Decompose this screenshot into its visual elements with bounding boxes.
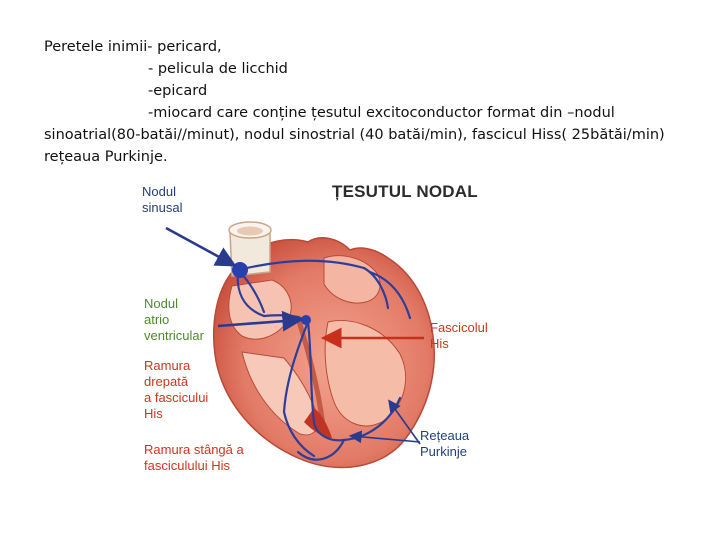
label-left-bundle-branch: Ramura stângă a fasciculului His bbox=[144, 442, 244, 474]
sinus-node-marker bbox=[232, 262, 248, 278]
heart-illustration bbox=[165, 221, 436, 469]
description-text: Peretele inimii- pericard, - pelicula de… bbox=[44, 36, 694, 168]
label-sinus-node-line-2: sinusal bbox=[142, 200, 183, 215]
heart-body bbox=[213, 221, 436, 469]
label-purkinje-line-2: Purkinje bbox=[420, 444, 467, 459]
text-line-3: -epicard bbox=[148, 83, 208, 99]
heart-conduction-figure: ȚESUTUL NODAL Nodul sinusal Nodul atrio … bbox=[138, 176, 502, 484]
label-right-branch-line-3: a fascicului bbox=[144, 390, 209, 405]
figure-title: ȚESUTUL NODAL bbox=[332, 182, 478, 201]
text-line-6: rețeaua Purkinje. bbox=[44, 149, 168, 165]
text-line-5: sinoatrial(80-batăi//minut), nodul sinos… bbox=[44, 127, 665, 143]
label-his-line-2: His bbox=[430, 336, 449, 351]
label-av-node-line-1: Nodul bbox=[144, 296, 178, 311]
label-purkinje-line-1: Rețeaua bbox=[420, 428, 470, 443]
label-av-node-line-2: atrio bbox=[144, 312, 170, 327]
label-right-bundle-branch: Ramura drepată a fascicului His bbox=[144, 358, 208, 422]
label-sinus-node-line-1: Nodul bbox=[142, 184, 176, 199]
label-his-line-1: Fascicolul bbox=[430, 320, 488, 335]
text-line-2: - pelicula de licchid bbox=[148, 61, 288, 77]
label-av-node: Nodul atrio ventricular bbox=[144, 296, 204, 344]
text-line-1: Peretele inimii- pericard, bbox=[44, 39, 222, 55]
label-sinus-node: Nodul sinusal bbox=[142, 184, 182, 216]
label-av-node-line-3: ventricular bbox=[144, 328, 204, 343]
label-right-branch-line-1: Ramura bbox=[144, 358, 191, 373]
label-right-branch-line-2: drepată bbox=[144, 374, 189, 389]
text-line-4: -miocard care conține țesutul excitocond… bbox=[148, 105, 615, 121]
label-his-bundle: Fascicolul His bbox=[430, 320, 488, 352]
label-left-branch-line-2: fasciculului His bbox=[144, 458, 230, 473]
label-right-branch-line-4: His bbox=[144, 406, 163, 421]
label-left-branch-line-1: Ramura stângă a bbox=[144, 442, 244, 457]
av-node-marker bbox=[301, 315, 311, 325]
label-pointers bbox=[165, 226, 424, 445]
label-purkinje-network: Rețeaua Purkinje bbox=[420, 428, 469, 460]
